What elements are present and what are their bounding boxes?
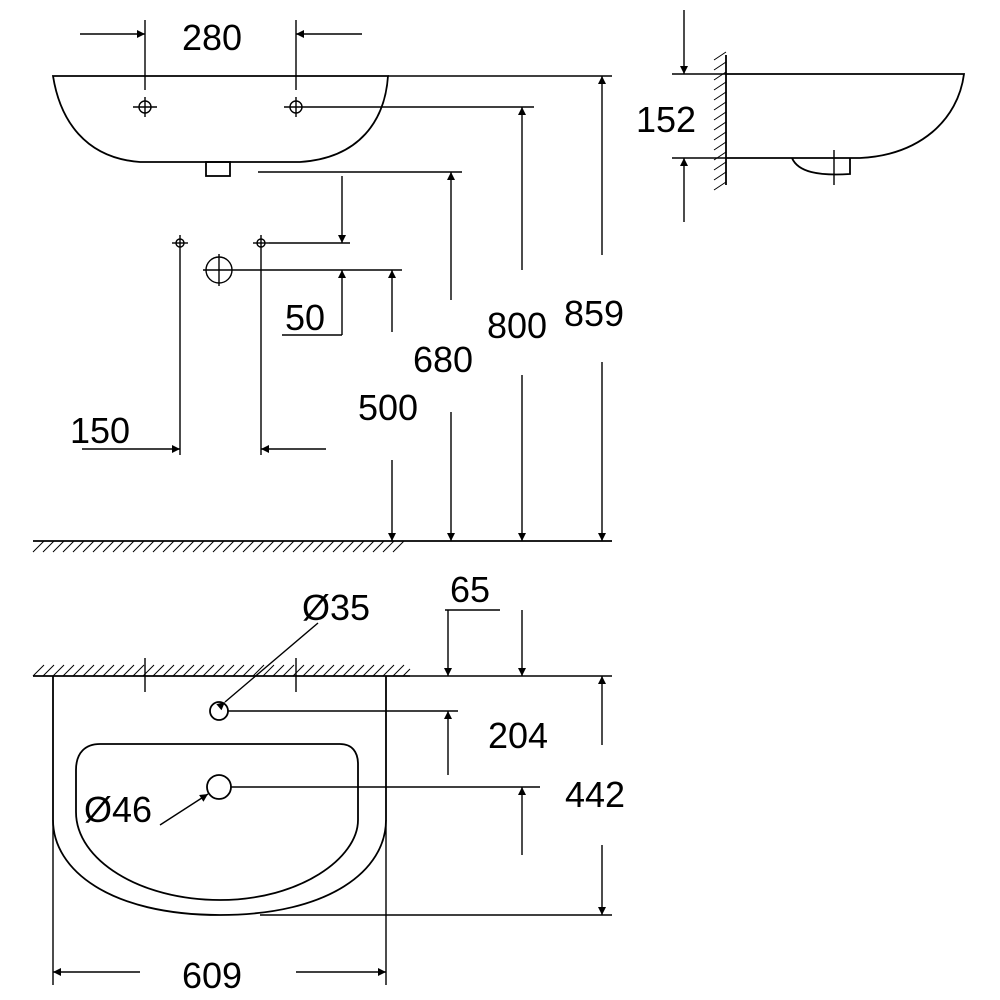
basin-bowl-outline bbox=[75, 743, 359, 901]
tap-hole-left bbox=[133, 97, 157, 117]
supply-point-right bbox=[253, 235, 350, 455]
front-elevation: 280 50 150 bbox=[32, 17, 624, 553]
waste-pipe-point bbox=[203, 254, 402, 286]
dim-wall-projection: 152 bbox=[636, 99, 696, 140]
waste-hole bbox=[206, 774, 232, 800]
plan-view: Ø35 Ø46 65 204 442 609 bbox=[32, 569, 625, 996]
basin-side-outline bbox=[726, 73, 966, 159]
dim-waste-height: 500 bbox=[358, 387, 418, 428]
tap-hole-right bbox=[284, 97, 308, 117]
side-elevation: 152 bbox=[636, 10, 966, 222]
tap-hole bbox=[209, 701, 229, 721]
dim-basin-width: 609 bbox=[182, 955, 242, 996]
dim-underside-height: 680 bbox=[413, 339, 473, 380]
basin-plan-outline bbox=[52, 676, 387, 916]
floor-hatching bbox=[32, 540, 405, 553]
dim-waste-diameter: Ø46 bbox=[84, 789, 152, 830]
dim-basin-depth: 442 bbox=[565, 774, 625, 815]
dim-tap-hole-from-wall: 65 bbox=[450, 569, 490, 610]
dim-supply-offset: 50 bbox=[285, 297, 325, 338]
waste-outlet bbox=[205, 161, 231, 177]
dim-rim-height: 859 bbox=[564, 293, 624, 334]
plan-wall-hatching bbox=[32, 664, 411, 677]
wall-hatching bbox=[713, 51, 727, 191]
dim-supply-spacing: 150 bbox=[70, 410, 130, 451]
dim-tap-height: 800 bbox=[487, 305, 547, 346]
basin-front-outline bbox=[51, 75, 389, 163]
supply-point-left bbox=[172, 235, 188, 455]
dim-tap-hole-spacing: 280 bbox=[182, 17, 242, 58]
dim-tap-hole-diameter: Ø35 bbox=[302, 587, 370, 628]
dim-waste-from-wall: 204 bbox=[488, 715, 548, 756]
